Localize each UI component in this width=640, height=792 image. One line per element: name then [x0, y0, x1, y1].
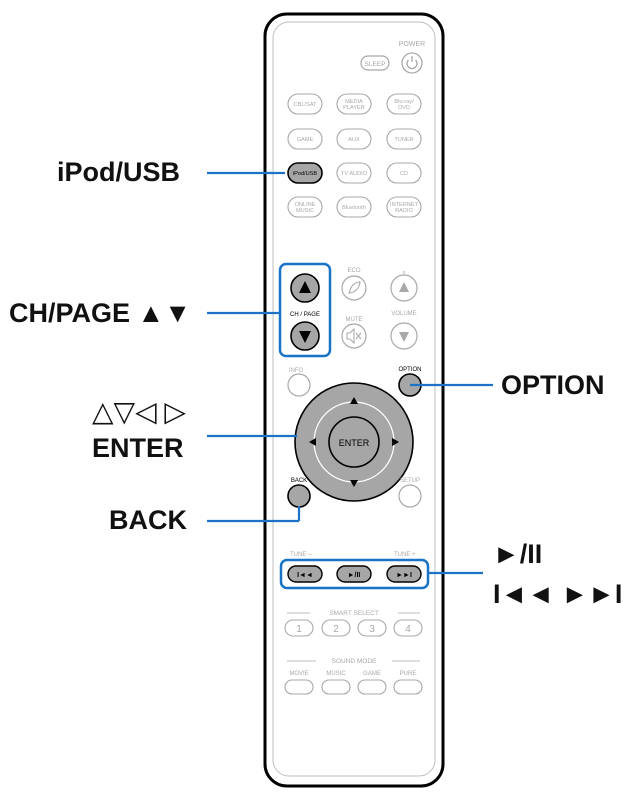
mute-x-icon — [355, 332, 362, 340]
setup-label: SETUP — [400, 478, 420, 484]
smart-select-buttons: 1 2 3 4 — [284, 619, 423, 637]
sound-mode-button-movie[interactable] — [284, 679, 314, 695]
source-label-aux: AUX — [348, 137, 360, 143]
source-label-bluetooth: Bluetooth — [342, 205, 366, 211]
callout-enter: ENTER — [92, 433, 184, 463]
smart-select-label-bg — [310, 607, 398, 618]
source-button-aux[interactable] — [336, 128, 372, 150]
source-button-cd[interactable] — [386, 162, 422, 184]
sound-mode-label-bg — [316, 655, 392, 666]
skip-back-icon: I◄◄ — [297, 572, 313, 579]
callout-cursor-arrows: △▽◁ ▷ — [92, 396, 186, 427]
source-label-tv-audio: TV AUDIO — [341, 171, 368, 177]
mute-label: MUTE — [346, 317, 363, 323]
tune-minus-label: TUNE – — [290, 552, 312, 558]
smart-select-number: 3 — [369, 624, 375, 635]
transport-buttons: I◄◄ ►/II ►►I — [287, 565, 422, 583]
sound-mode-label-game: GAME — [363, 671, 381, 677]
volume-plus-mark: o — [403, 270, 406, 276]
source-button-internet-radio[interactable] — [386, 196, 422, 218]
smart-select-number: 4 — [405, 624, 411, 635]
leaf-icon — [348, 281, 361, 294]
sound-mode-button-pure[interactable] — [393, 679, 423, 695]
smart-select-button-1[interactable] — [284, 619, 314, 637]
skip-forward-icon: ►►I — [396, 572, 412, 579]
cursor-left-icon — [309, 438, 316, 446]
callout-skip: I◄◄ ►►I — [493, 579, 623, 609]
eco-label: ECO — [347, 268, 360, 274]
sleep-label: SLEEP — [365, 61, 386, 68]
sound-mode-button-music[interactable] — [321, 679, 351, 695]
source-button-tv-audio[interactable] — [336, 162, 372, 184]
sound-mode-label-movie: MOVIE — [289, 671, 308, 677]
source-label-tuner: TUNER — [394, 137, 413, 143]
eco-button[interactable] — [341, 275, 367, 301]
source-label-blu-ray-dvd: Blu-ray/DVD — [394, 99, 414, 111]
enter-label: ENTER — [339, 438, 370, 448]
volume-down-triangle-icon — [399, 332, 409, 342]
callout-ch-page: CH/PAGE ▲▼ — [9, 298, 191, 328]
ch-page-highlight — [278, 262, 332, 358]
down-triangle-icon — [299, 331, 311, 343]
source-label-game: GAME — [297, 137, 314, 143]
ch-page-label: CH / PAGE — [290, 312, 320, 318]
callout-back: BACK — [109, 505, 187, 535]
sleep-button[interactable] — [360, 55, 390, 71]
play-pause-button[interactable] — [336, 565, 372, 583]
sound-mode-buttons: MOVIE MUSIC GAME PURE — [284, 671, 423, 695]
source-label-cbl-sat: CBL/SAT — [294, 102, 317, 108]
cursor-up-icon — [350, 397, 358, 404]
power-label: POWER — [399, 41, 425, 48]
sound-mode-label-pure: PURE — [400, 671, 417, 677]
remote-inner-outline — [272, 21, 436, 777]
sound-mode-label: SOUND MODE — [332, 658, 377, 665]
smart-select-number: 1 — [296, 624, 302, 635]
source-button-ipod-usb[interactable] — [287, 162, 323, 184]
source-button-bluetooth[interactable] — [336, 196, 372, 218]
back-label: BACK — [291, 478, 307, 484]
tune-plus-label: TUNE + — [394, 552, 416, 558]
source-label-cd: CD — [400, 171, 408, 177]
cursor-right-icon — [392, 438, 399, 446]
power-button[interactable] — [401, 52, 423, 74]
smart-select-button-3[interactable] — [357, 619, 387, 637]
option-label: OPTION — [398, 367, 421, 373]
smart-select-button-2[interactable] — [321, 619, 351, 637]
enter-button[interactable] — [328, 416, 380, 468]
smart-select-label: SMART SELECT — [329, 610, 379, 617]
smart-select-number: 2 — [333, 624, 339, 635]
up-triangle-icon — [299, 281, 311, 293]
info-label: INFO — [289, 368, 304, 374]
setup-button[interactable] — [398, 484, 422, 508]
source-button-online-music[interactable] — [287, 196, 323, 218]
source-button-game[interactable] — [287, 128, 323, 150]
source-button-media-player[interactable] — [336, 93, 372, 115]
cursor-down-icon — [350, 480, 358, 487]
callout-ipod-usb: iPod/USB — [57, 157, 181, 187]
callout-option: OPTION — [501, 370, 605, 400]
smart-select-button-4[interactable] — [393, 619, 423, 637]
callout-play-pause: ►/II — [493, 539, 543, 569]
play-pause-icon: ►/II — [348, 572, 361, 579]
source-button-blu-ray-dvd[interactable] — [386, 93, 422, 115]
sound-mode-button-game[interactable] — [357, 679, 387, 695]
power-icon — [406, 59, 418, 70]
volume-label: VOLUME — [391, 311, 416, 317]
skip-back-button[interactable] — [287, 565, 323, 583]
source-button-cbl-sat[interactable] — [287, 93, 323, 115]
source-label-ipod-usb: iPod/USB — [293, 171, 318, 177]
info-button[interactable] — [287, 373, 311, 397]
speaker-mute-icon — [346, 327, 355, 345]
volume-up-triangle-icon — [399, 282, 409, 292]
sound-mode-label-music: MUSIC — [326, 671, 346, 677]
back-button[interactable] — [287, 484, 311, 508]
skip-forward-button[interactable] — [386, 565, 422, 583]
source-button-tuner[interactable] — [386, 128, 422, 150]
